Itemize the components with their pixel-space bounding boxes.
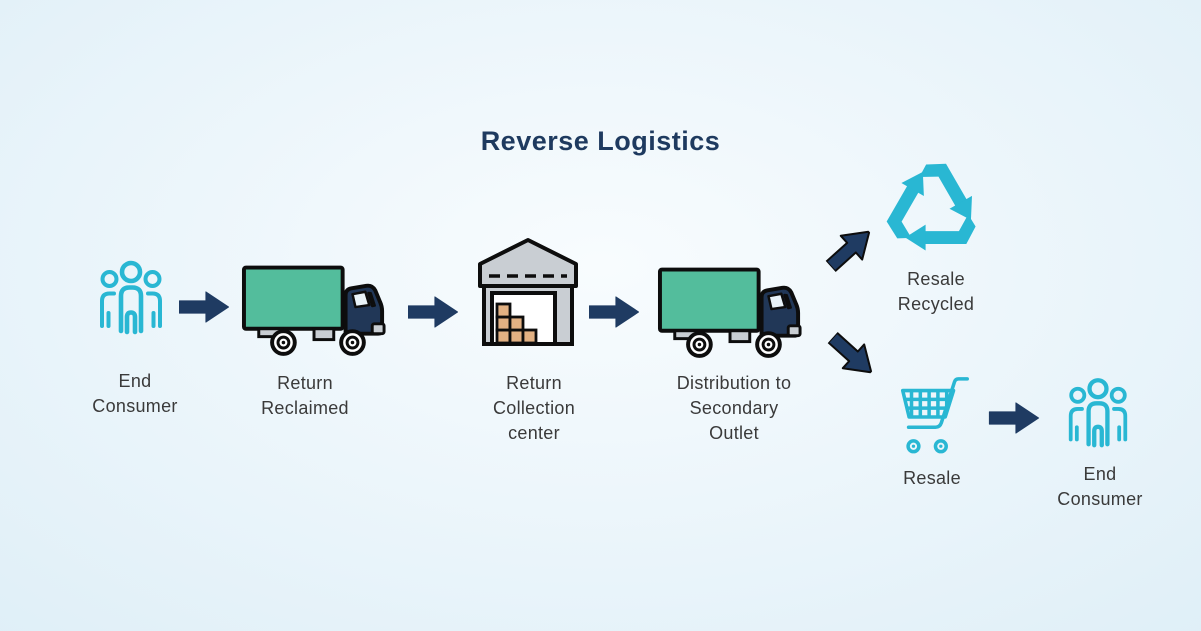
truck-icon xyxy=(657,266,805,363)
label-return-collection-center: Return Collection center xyxy=(492,373,576,443)
arrow-up-right-icon xyxy=(824,230,876,273)
recycle-icon xyxy=(884,157,982,262)
label-return-reclaimed: Return Reclaimed xyxy=(261,373,349,418)
people-group-icon xyxy=(1066,377,1130,460)
arrow-right-icon xyxy=(589,294,639,330)
arrow-right-icon xyxy=(408,294,458,330)
label-end-consumer-final: End Consumer xyxy=(1057,464,1143,509)
page-title: Reverse Logistics xyxy=(480,126,721,156)
label-resale: Resale xyxy=(903,468,961,488)
arrow-right-icon xyxy=(984,400,1044,436)
label-resale-recycled: Resale Recycled xyxy=(897,269,975,314)
label-distribution-secondary-outlet: Distribution to Secondary Outlet xyxy=(676,373,792,443)
truck-icon xyxy=(241,264,389,361)
warehouse-icon xyxy=(477,236,579,351)
label-end-consumer-source: End Consumer xyxy=(92,371,178,416)
people-group-icon xyxy=(97,260,165,347)
arrow-right-icon xyxy=(179,289,229,325)
arrow-down-right-icon xyxy=(826,331,878,374)
shopping-cart-icon xyxy=(895,372,973,463)
